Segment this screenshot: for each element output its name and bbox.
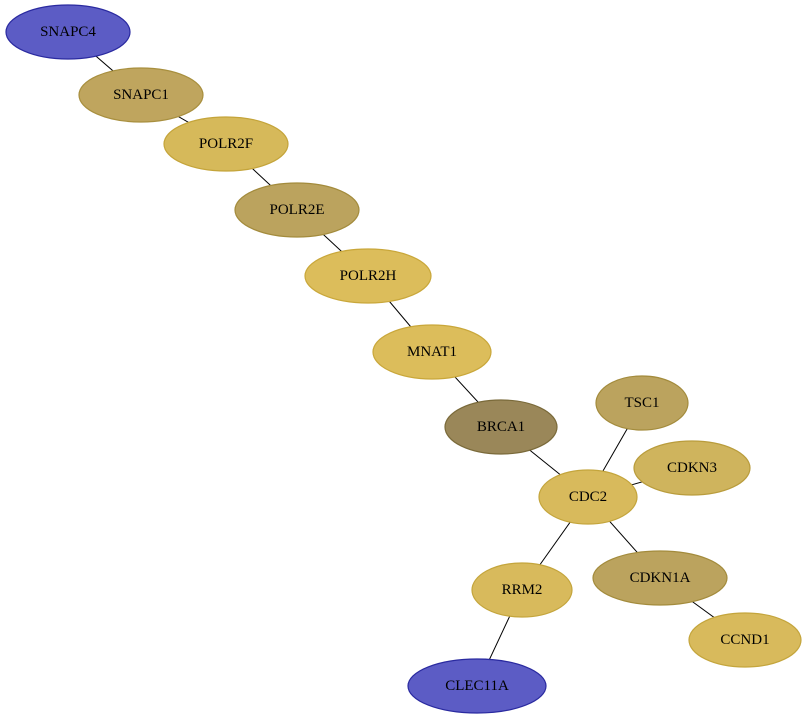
node-label-tsc1: TSC1 (624, 395, 659, 411)
node-tsc1[interactable]: TSC1 (595, 375, 689, 431)
node-rrm2[interactable]: RRM2 (471, 562, 573, 618)
node-polr2h[interactable]: POLR2H (304, 248, 432, 304)
node-shape-brca1[interactable] (444, 399, 558, 455)
node-label-snapc1: SNAPC1 (113, 87, 169, 103)
node-shape-polr2f[interactable] (163, 116, 289, 172)
node-label-cdc2: CDC2 (569, 489, 607, 505)
node-label-polr2e: POLR2E (269, 202, 324, 218)
node-shape-clec11a[interactable] (407, 658, 547, 714)
node-label-mnat1: MNAT1 (407, 344, 457, 360)
node-shape-ccnd1[interactable] (688, 612, 802, 668)
node-shape-polr2e[interactable] (234, 182, 360, 238)
node-ccnd1[interactable]: CCND1 (688, 612, 802, 668)
node-clec11a[interactable]: CLEC11A (407, 658, 547, 714)
node-cdkn1a[interactable]: CDKN1A (592, 550, 728, 606)
node-shape-rrm2[interactable] (471, 562, 573, 618)
node-polr2f[interactable]: POLR2F (163, 116, 289, 172)
node-shape-snapc4[interactable] (5, 4, 131, 60)
node-snapc1[interactable]: SNAPC1 (78, 67, 204, 123)
node-label-snapc4: SNAPC4 (40, 24, 96, 40)
node-mnat1[interactable]: MNAT1 (372, 324, 492, 380)
node-shape-cdc2[interactable] (538, 469, 638, 525)
node-shape-snapc1[interactable] (78, 67, 204, 123)
node-label-ccnd1: CCND1 (720, 632, 769, 648)
node-label-brca1: BRCA1 (477, 419, 525, 435)
node-cdkn3[interactable]: CDKN3 (633, 440, 751, 496)
node-label-polr2h: POLR2H (340, 268, 397, 284)
node-label-clec11a: CLEC11A (445, 678, 509, 694)
node-polr2e[interactable]: POLR2E (234, 182, 360, 238)
node-cdc2[interactable]: CDC2 (538, 469, 638, 525)
node-label-polr2f: POLR2F (199, 136, 253, 152)
node-label-rrm2: RRM2 (502, 582, 543, 598)
node-label-cdkn3: CDKN3 (667, 460, 717, 476)
node-shape-polr2h[interactable] (304, 248, 432, 304)
node-shape-tsc1[interactable] (595, 375, 689, 431)
node-label-cdkn1a: CDKN1A (630, 570, 691, 586)
node-shape-cdkn1a[interactable] (592, 550, 728, 606)
node-shape-mnat1[interactable] (372, 324, 492, 380)
node-snapc4[interactable]: SNAPC4 (5, 4, 131, 60)
node-brca1[interactable]: BRCA1 (444, 399, 558, 455)
node-shape-cdkn3[interactable] (633, 440, 751, 496)
